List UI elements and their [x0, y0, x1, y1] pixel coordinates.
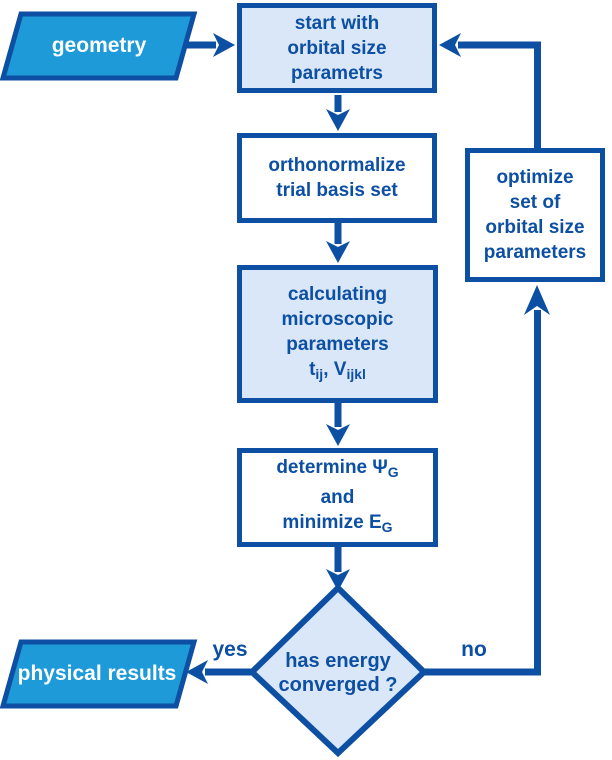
start-box-label: start with orbital size parametrs: [287, 12, 387, 84]
arrow-right-into-start-icon: [213, 33, 235, 57]
geometry-parallelogram: [0, 11, 198, 81]
edge-label-no: no: [461, 638, 487, 661]
arrow-down-calculate-to-determine-icon: [326, 424, 350, 446]
determine-box: determine ΨG and minimize EG: [237, 448, 438, 547]
determine-line3: minimize EG: [282, 512, 393, 535]
arrow-down-orthonormalize-to-calculate-icon: [326, 241, 350, 263]
decision-diamond: [247, 583, 429, 758]
edge-label-yes: yes: [212, 638, 248, 661]
arrow-down-determine-to-decision-icon: [326, 569, 350, 591]
arrow-down-start-to-orthonormalize-icon: [326, 109, 350, 131]
start-box: start with orbital size parametrs: [237, 3, 437, 93]
optimize-box-label: optimize set of orbital size parameters: [483, 167, 587, 263]
determine-box-label: determine ΨG and minimize EG: [276, 455, 398, 540]
orthonormalize-box: orthonormalize trial basis set: [237, 133, 437, 223]
calculate-box-label: calculating microscopic parameters tij, …: [282, 282, 394, 387]
determine-line1: determine ΨG: [276, 457, 399, 480]
orthonormalize-box-label: orthonormalize trial basis set: [268, 155, 406, 201]
physical-results-parallelogram: [0, 639, 198, 709]
calculate-box: calculating microscopic parameters tij, …: [237, 265, 438, 403]
arrow-up-into-optimize-icon: [524, 285, 550, 315]
determine-line2: and: [320, 487, 355, 508]
connector-optimize-loop-to-start: [458, 41, 541, 150]
optimize-box: optimize set of orbital size parameters: [465, 148, 605, 282]
calculate-box-text: calculating microscopic parameters: [281, 283, 394, 355]
connector-no-path: [422, 310, 541, 676]
calculate-box-formula: tij, Vijkl: [309, 358, 366, 382]
arrow-left-loop-into-start-icon: [439, 33, 461, 57]
arrow-left-yes-into-physical-icon: [186, 660, 208, 684]
